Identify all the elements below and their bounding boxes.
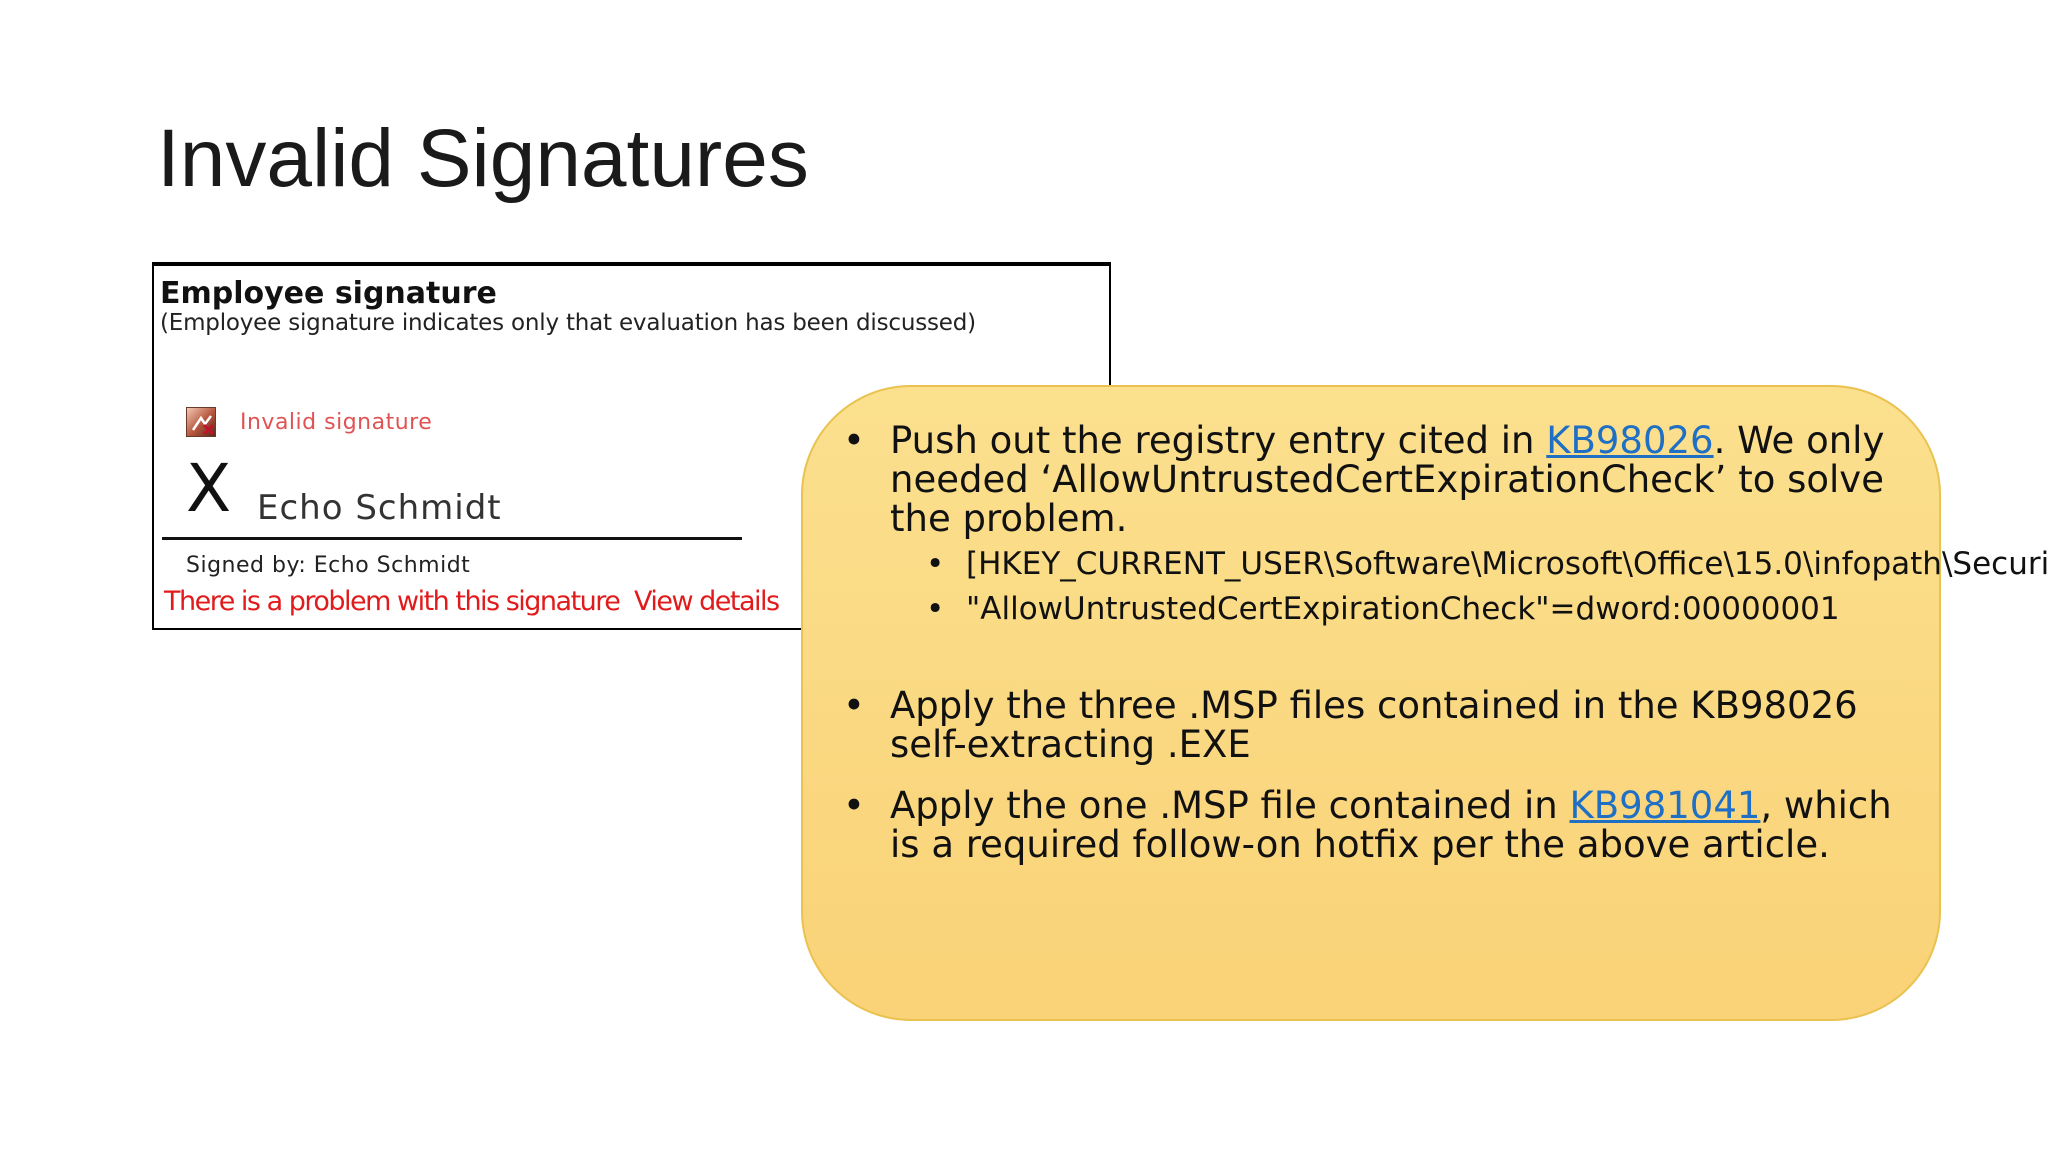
bullet-text: Push out the registry entry cited in [890,419,1547,462]
bullet-apply-one-msp: Apply the one .MSP file contained in KB9… [843,786,1923,864]
view-details-link[interactable]: View details [634,586,780,617]
signature-note: (Employee signature indicates only that … [160,310,976,336]
sub-bullet-registry-value: "AllowUntrustedCertExpirationCheck"=dwor… [926,593,1923,627]
callout-bubble: Push out the registry entry cited in KB9… [801,385,2048,1021]
signature-heading: Employee signature [160,276,497,311]
signature-x-mark: X [186,450,232,527]
signature-problem-message: There is a problem with this signature [164,586,621,617]
callout-bullet-list: Push out the registry entry cited in KB9… [843,419,2048,864]
kb981041-link[interactable]: KB981041 [1569,784,1761,827]
registry-sub-list: [HKEY_CURRENT_USER\Software\Microsoft\Of… [926,548,2048,627]
bullet-registry-entry: Push out the registry entry cited in KB9… [843,419,2048,627]
bullet-text: . We only needed ‘AllowUntrustedCertExpi… [890,419,1885,540]
kb98026-link[interactable]: KB98026 [1546,419,1714,462]
bullet-text: , which is a required follow-on hotfix p… [890,784,1892,866]
signature-line [162,537,742,540]
signer-name: Echo Schmidt [257,488,502,528]
bullet-apply-three-msp: Apply the three .MSP files contained in … [843,686,1923,764]
slide-title: Invalid Signatures [157,113,809,204]
invalid-signature-label: Invalid signature [240,410,433,435]
bullet-text: Apply the one .MSP file contained in [890,784,1570,827]
sub-bullet-registry-key: [HKEY_CURRENT_USER\Software\Microsoft\Of… [926,548,2048,582]
signed-by-label: Signed by: Echo Schmidt [186,553,471,578]
invalid-signature-icon [186,407,216,437]
